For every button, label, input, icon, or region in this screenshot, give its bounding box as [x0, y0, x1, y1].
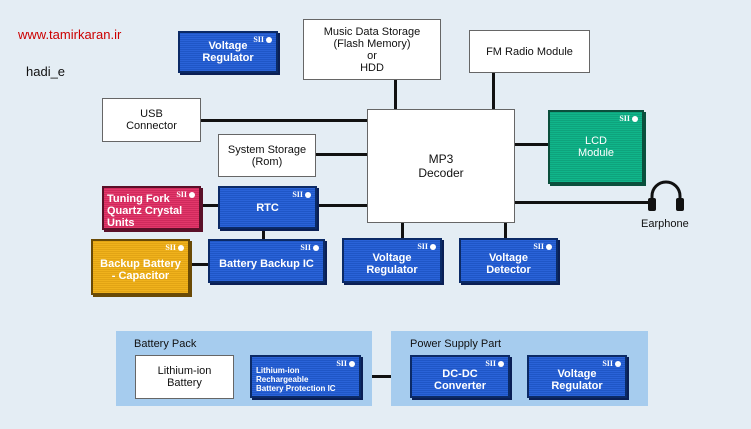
wire-decoder-earphone — [514, 201, 654, 204]
wire-battery-power — [370, 375, 392, 378]
wire-rtc-decoder — [316, 204, 368, 207]
sii-badge: SII — [602, 359, 621, 368]
chip-label: LCD Module — [577, 135, 615, 159]
sii-dot-icon — [266, 36, 272, 43]
sii-dot-icon — [349, 360, 355, 367]
backup-battery-chip: SII Backup Battery - Capacitor — [91, 239, 190, 295]
sii-badge: SII — [253, 35, 272, 44]
chip-label: Backup Battery - Capacitor — [100, 258, 181, 282]
rtc-chip: SII RTC — [218, 186, 317, 229]
chip-label: Battery Backup IC — [219, 258, 314, 270]
chip-label: Tuning Fork Quartz Crystal Units — [107, 193, 183, 229]
wire-rtc-backupic — [262, 228, 265, 240]
sii-dot-icon — [615, 360, 621, 367]
lithium-battery-block: Lithium-ion Battery — [135, 355, 234, 399]
sii-badge: SII — [417, 242, 436, 251]
power-supply-title: Power Supply Part — [410, 338, 502, 350]
wire-storage-decoder — [394, 79, 397, 110]
fm-radio-block: FM Radio Module — [469, 30, 590, 73]
sii-badge: SII — [165, 243, 184, 252]
sii-badge: SII — [176, 190, 195, 199]
wire-fm-decoder — [492, 73, 495, 110]
chip-label: Lithium-ion Rechargeable Battery Protect… — [256, 366, 336, 393]
lcd-module-chip: SII LCD Module — [548, 110, 644, 184]
dcdc-converter-chip: SII DC-DC Converter — [410, 355, 510, 398]
music-storage-block: Music Data Storage (Flash Memory) or HDD — [303, 19, 441, 80]
site-url[interactable]: www.tamirkaran.ir — [18, 27, 122, 42]
sii-badge: SII — [292, 190, 311, 199]
wire-usb-decoder — [200, 119, 368, 122]
wire-backupbattery-ic — [189, 263, 209, 266]
chip-label: Voltage Regulator — [202, 40, 254, 64]
wire-tuning-rtc — [200, 204, 218, 207]
chip-label: Voltage Regulator — [366, 251, 418, 276]
author-label: hadi_e — [26, 64, 66, 79]
earphone-label: Earphone — [641, 218, 689, 230]
sii-dot-icon — [498, 360, 504, 367]
battery-backup-ic-chip: SII Battery Backup IC — [208, 239, 325, 283]
sii-badge: SII — [485, 359, 504, 368]
voltage-regulator-mid-chip: SII Voltage Regulator — [342, 238, 442, 283]
headphone-icon — [648, 180, 684, 211]
battery-pack-title: Battery Pack — [134, 338, 197, 350]
voltage-regulator-bottom-chip: SII Voltage Regulator — [527, 355, 627, 398]
protection-ic-chip: SII Lithium-ion Rechargeable Battery Pro… — [250, 355, 361, 398]
mp3-decoder-block: MP3 Decoder — [367, 109, 515, 223]
sii-dot-icon — [632, 115, 638, 122]
sii-dot-icon — [546, 243, 552, 250]
sii-dot-icon — [189, 191, 195, 198]
wire-sysstorage-decoder — [314, 153, 368, 156]
chip-label: Voltage Detector — [486, 251, 531, 276]
voltage-detector-chip: SII Voltage Detector — [459, 238, 558, 283]
sii-dot-icon — [313, 244, 319, 251]
wire-decoder-lcd — [514, 143, 549, 146]
wire-decoder-vdetector — [504, 222, 507, 239]
sii-badge: SII — [336, 359, 355, 368]
chip-label: Voltage Regulator — [551, 367, 603, 392]
tuning-fork-chip: SII Tuning Fork Quartz Crystal Units — [102, 186, 201, 230]
sii-dot-icon — [178, 244, 184, 251]
sii-dot-icon — [430, 243, 436, 250]
sii-badge: SII — [619, 114, 638, 123]
voltage-regulator-top-chip: SII Voltage Regulator — [178, 31, 278, 73]
wire-decoder-vreg — [401, 222, 404, 239]
system-storage-block: System Storage (Rom) — [218, 134, 316, 177]
sii-badge: SII — [300, 243, 319, 252]
sii-dot-icon — [305, 191, 311, 198]
chip-label: RTC — [256, 201, 279, 214]
sii-badge: SII — [533, 242, 552, 251]
usb-connector-block: USB Connector — [102, 98, 201, 142]
chip-label: DC-DC Converter — [434, 367, 486, 392]
